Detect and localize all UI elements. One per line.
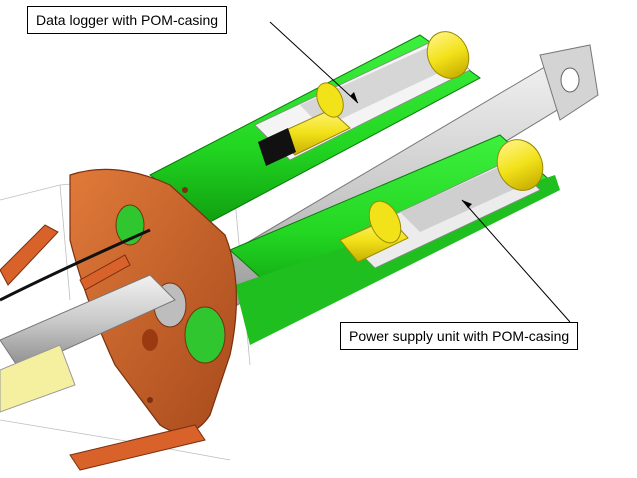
power-supply-tube — [229, 134, 560, 345]
support-struts — [0, 224, 206, 471]
leader-arrow-head — [462, 200, 472, 208]
leader-arrow-head — [350, 92, 358, 103]
data-logger-callout: Data logger with POM-casing — [27, 6, 228, 34]
cable — [0, 228, 151, 302]
front-rod — [0, 274, 176, 413]
leader-line-arrow — [461, 199, 571, 323]
leader-line-arrow — [269, 21, 359, 104]
data-logger-tube — [149, 31, 481, 223]
power-supply-callout: Power supply unit with POM-casing — [340, 322, 579, 350]
